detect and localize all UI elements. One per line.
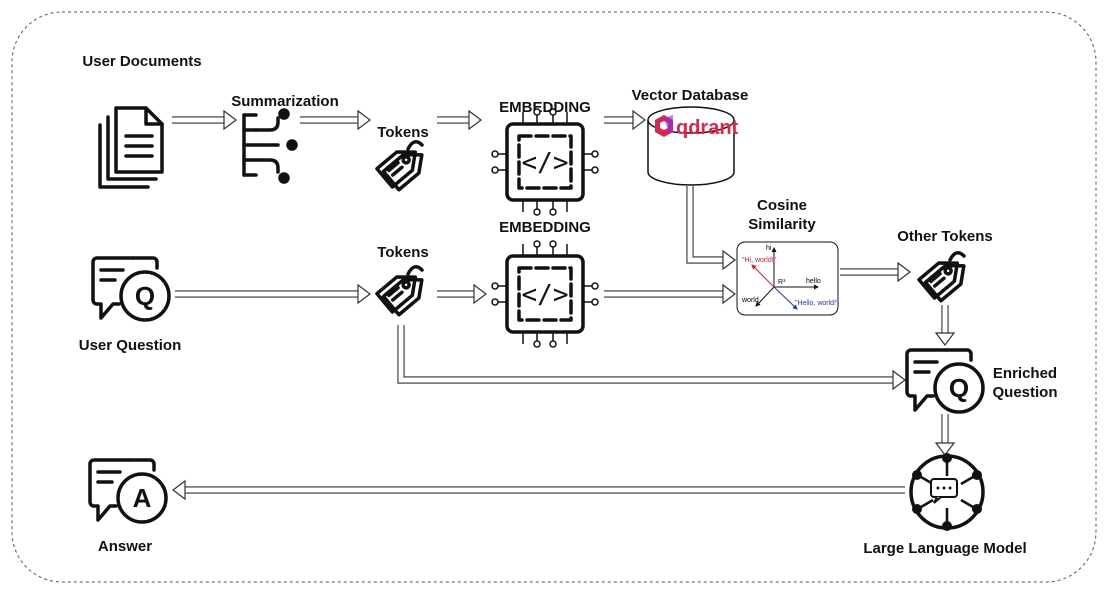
documents-icon <box>98 106 164 189</box>
bubble-letter: Q <box>135 281 155 311</box>
code-glyph: </> <box>522 280 569 310</box>
arrow-embedding-to-database <box>604 109 646 131</box>
arrow-question-to-tokens <box>175 283 371 305</box>
llm-network-icon <box>909 453 985 531</box>
arrow-enriched-to-llm <box>934 414 956 456</box>
svg-text:qdrant: qdrant <box>676 117 739 139</box>
label-vector-database: Vector Database <box>632 87 749 104</box>
svg-text:hi: hi <box>766 245 772 252</box>
label-llm: Large Language Model <box>863 540 1026 557</box>
arrows <box>172 109 956 501</box>
label-answer: Answer <box>98 538 152 555</box>
code-glyph: </> <box>522 148 569 178</box>
label-other-tokens: Other Tokens <box>897 228 993 245</box>
pipeline-boundary <box>11 11 1097 583</box>
label-embedding-mid: EMBEDDING <box>499 219 591 236</box>
svg-text:"Hello, world!": "Hello, world!" <box>795 300 839 307</box>
token-tag-icon <box>375 140 424 192</box>
other-tokens-tag-icon <box>917 251 966 303</box>
arrow-cosine-to-other-tokens <box>840 261 911 283</box>
svg-text:hello: hello <box>806 278 821 285</box>
label-user-documents: User Documents <box>82 53 201 70</box>
bubble-letter: A <box>133 483 152 513</box>
label-cosine-2: Similarity <box>748 216 816 233</box>
arrow-database-to-cosine <box>686 186 736 271</box>
token-tag-icon <box>375 265 424 317</box>
label-user-question: User Question <box>79 337 182 354</box>
answer-icon: A <box>88 458 168 524</box>
svg-text:world: world <box>741 297 759 304</box>
bubble-letter: Q <box>949 373 969 403</box>
arrow-tokens-to-enriched <box>397 325 906 391</box>
arrow-llm-to-answer <box>172 479 905 501</box>
arrow-summarization-to-tokens <box>300 109 371 131</box>
embedding-chip-icon: </> <box>491 240 599 348</box>
label-embedding-top: EMBEDDING <box>499 99 591 116</box>
summarization-icon <box>242 108 298 184</box>
cosine-similarity-plot: hi hello world R³ "Hi, world!" "Hello, w… <box>736 241 839 316</box>
label-enriched-2: Question <box>992 384 1057 401</box>
label-enriched-1: Enriched <box>993 365 1057 382</box>
svg-text:R³: R³ <box>778 279 786 286</box>
arrow-embedding-to-cosine <box>604 283 736 305</box>
enriched-question-icon: Q <box>905 348 985 414</box>
arrow-other-tokens-to-enriched <box>934 305 956 346</box>
database-cylinder-icon: qdrant <box>647 106 739 186</box>
label-tokens-top: Tokens <box>377 124 428 141</box>
label-cosine-1: Cosine <box>757 197 807 214</box>
embedding-chip-icon: </> <box>491 108 599 216</box>
user-question-icon: Q <box>91 256 171 322</box>
arrow-tokens-to-embedding-mid <box>437 283 487 305</box>
label-summarization: Summarization <box>231 93 339 110</box>
arrow-tokens-to-embedding <box>437 109 482 131</box>
label-tokens-mid: Tokens <box>377 244 428 261</box>
arrow-docs-to-summarization <box>172 109 237 131</box>
qdrant-logo: qdrant <box>655 115 739 139</box>
svg-text:"Hi, world!": "Hi, world!" <box>742 257 777 264</box>
